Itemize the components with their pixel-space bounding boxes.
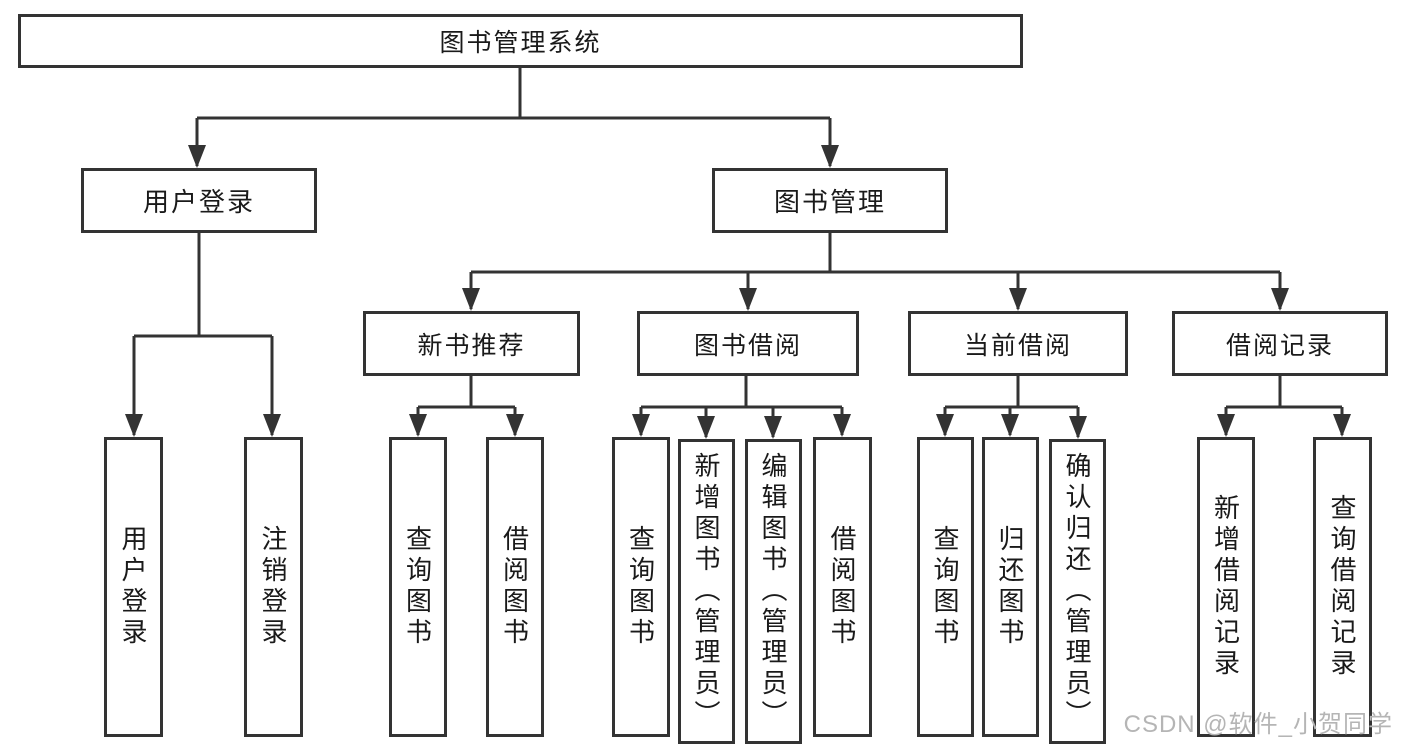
leaf-edit-book-admin: 编辑图书（管理员） [745,439,802,744]
csdn-watermark: CSDN @软件_小贺同学 [1123,711,1393,738]
leaf-return-book: 归还图书 [982,437,1039,737]
arrowheads [125,145,1351,439]
leaf-recommend-query-book: 查询图书 [389,437,447,737]
leaf-confirm-return-admin: 确认归还（管理员） [1049,439,1106,744]
leaf-borrow-query-book: 查询图书 [612,437,670,737]
node-book-borrow: 图书借阅 [637,311,859,376]
node-root-library-system: 图书管理系统 [18,14,1023,68]
node-current-borrow: 当前借阅 [908,311,1128,376]
node-new-book-recommend: 新书推荐 [363,311,580,376]
leaf-logout: 注销登录 [244,437,303,737]
leaf-recommend-borrow-book: 借阅图书 [486,437,544,737]
leaf-borrow-borrow-book: 借阅图书 [813,437,872,737]
node-borrow-records: 借阅记录 [1172,311,1388,376]
leaf-add-book-admin: 新增图书（管理员） [678,439,735,744]
node-user-login: 用户登录 [81,168,317,233]
leaf-query-borrow-record: 查询借阅记录 [1313,437,1372,737]
tree-edges [132,68,1344,437]
leaf-user-login: 用户登录 [104,437,163,737]
leaf-add-borrow-record: 新增借阅记录 [1197,437,1255,737]
node-book-management: 图书管理 [712,168,948,233]
leaf-current-query-book: 查询图书 [917,437,974,737]
